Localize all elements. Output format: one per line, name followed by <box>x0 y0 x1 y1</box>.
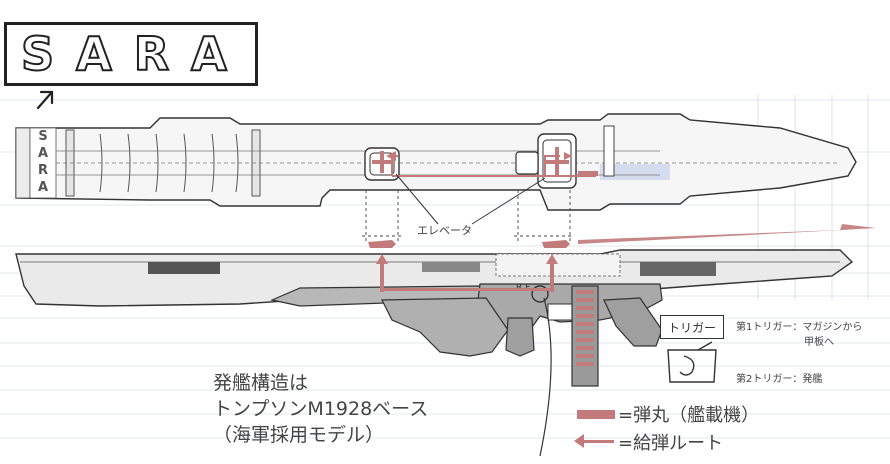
sling-line <box>539 297 552 457</box>
rear-grip <box>381 297 509 357</box>
base-description: 発艦構造は トンプソンM1928ベース （海軍採用モデル） <box>213 370 428 448</box>
legend-feed-label: =給弾ルート <box>618 433 724 454</box>
trigger1-note: 第1トリガー：マガジンから 甲板へ <box>736 320 862 350</box>
trigger-label: トリガー <box>668 321 717 335</box>
legend-feed-swatch <box>574 434 614 448</box>
logo-pointer-arrow <box>36 90 54 110</box>
trigger-box: トリガー <box>660 315 724 339</box>
top-feed-arrowhead <box>386 151 396 161</box>
forward-elevator-column <box>495 253 621 277</box>
deck-stencil-letter-a1: A <box>38 146 48 161</box>
flight-deck-outline <box>15 113 857 211</box>
trigger-detail-sketch <box>667 341 717 383</box>
thompson-gun: R F <box>270 283 663 387</box>
foregrip <box>603 297 663 347</box>
deck-aircraft-markers <box>372 147 598 176</box>
base-description-line2: トンプソンM1928ベース <box>213 398 429 420</box>
magazine-well <box>547 303 573 321</box>
base-description-line3: （海軍採用モデル） <box>213 424 385 446</box>
side-feed-route <box>376 254 558 292</box>
carrier-side-view <box>15 249 854 307</box>
elevator-label: エレベータ <box>417 224 472 237</box>
elevator-shaft-guides <box>362 190 574 244</box>
drum-magazine <box>571 285 599 387</box>
island-marker <box>603 125 615 177</box>
stern-stripe <box>15 127 31 199</box>
top-feed-arrowhead-2 <box>564 152 572 160</box>
deck-stencil-letter-s1: S <box>38 129 47 144</box>
legend-ammo-label: =弾丸（艦載機） <box>618 405 760 426</box>
hangar-aircraft <box>368 240 570 248</box>
hull-vent-fwd <box>640 262 716 276</box>
base-description-line1: 発艦構造は <box>213 372 309 394</box>
deck-stencil-letter-a2: A <box>38 180 48 195</box>
magazine-ammo-stack <box>576 290 594 366</box>
launch-direction-arrow <box>578 224 876 244</box>
trigger1-note-line2: 甲板へ <box>804 337 834 348</box>
hull-vent-mid <box>422 262 480 272</box>
logo-text: SARA <box>20 26 249 82</box>
trigger-guard <box>531 285 549 303</box>
legend-ammo-swatch <box>577 410 615 419</box>
elevator-leaders <box>395 173 546 225</box>
logo-box: SARA <box>4 22 258 86</box>
trigger2-note: 第2トリガー：発艦 <box>736 374 823 385</box>
deck-stripe <box>600 164 670 180</box>
carrier-top-view: S A R A <box>15 113 857 211</box>
pistol-grip <box>505 317 535 357</box>
hull-vent-aft <box>148 262 220 274</box>
deck-stencil-letter-r: R <box>38 163 48 178</box>
trigger1-note-line1: 第1トリガー：マガジンから <box>736 322 863 333</box>
